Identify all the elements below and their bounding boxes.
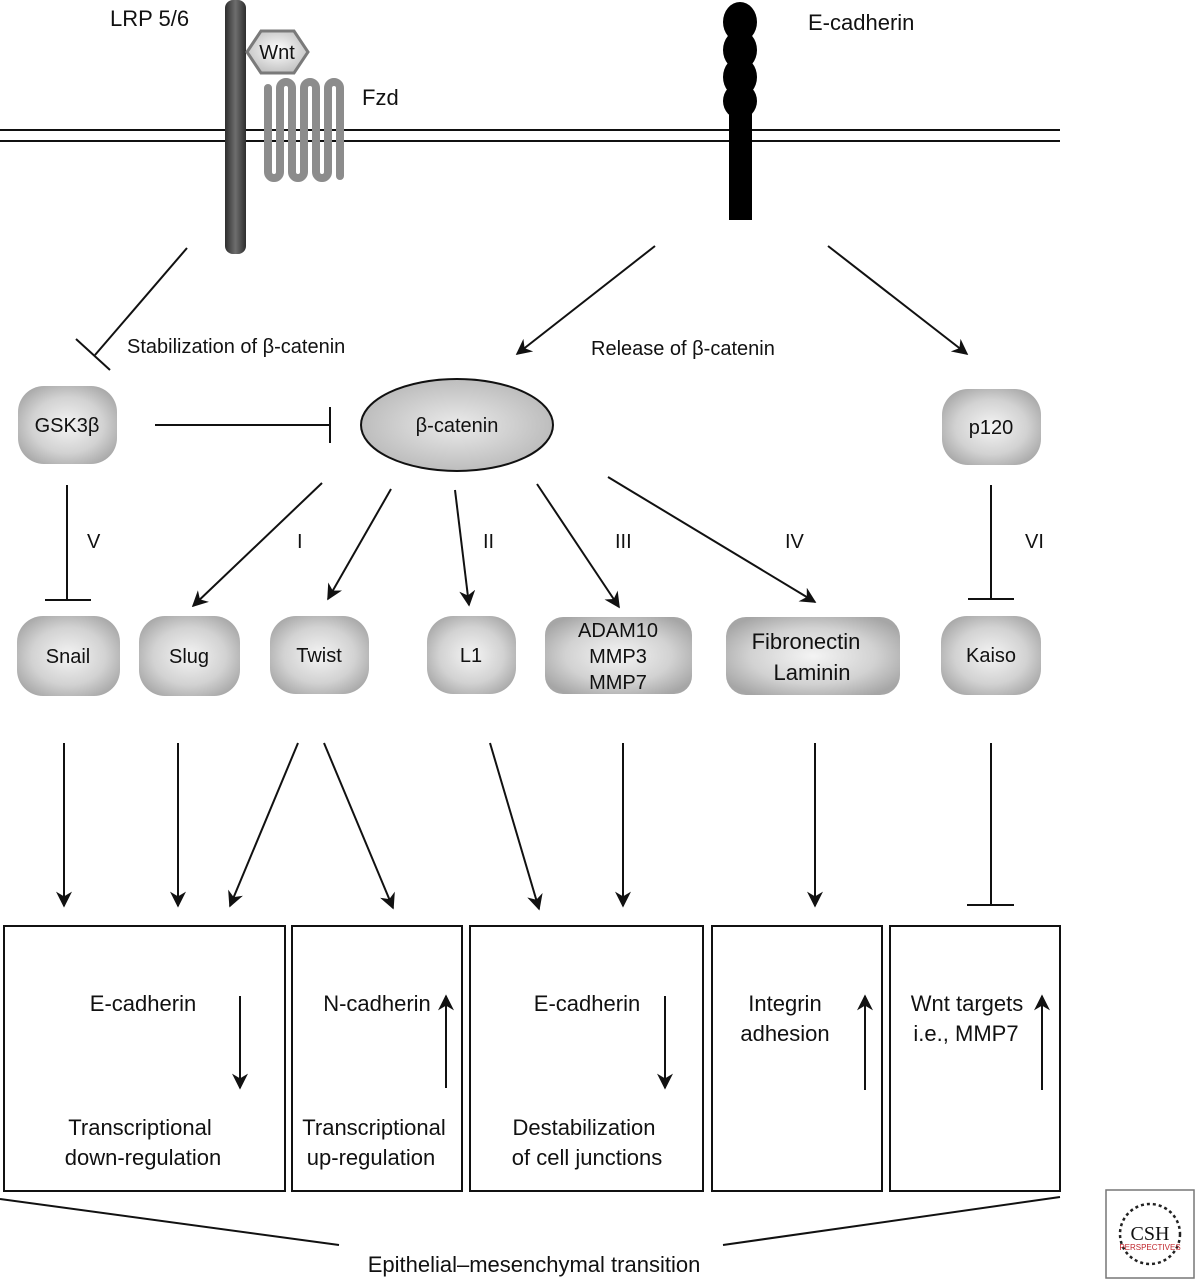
- adam-line-1: ADAM10: [578, 620, 658, 642]
- l1-node: L1: [427, 616, 516, 694]
- box1-line-2: down-regulation: [65, 1145, 222, 1170]
- arrow-ecad-bcatenin: [515, 245, 656, 355]
- logo-top: CSH: [1131, 1223, 1170, 1245]
- wnt-label: Wnt: [259, 42, 295, 64]
- lrp-label: LRP 5/6: [110, 6, 189, 31]
- box3-line-2: of cell junctions: [512, 1145, 662, 1170]
- fib-line-2: Laminin: [773, 660, 850, 685]
- box5-line-2: i.e., MMP7: [913, 1021, 1018, 1046]
- box4-line-1: Integrin: [748, 991, 821, 1016]
- box3-marker: E-cadherin: [534, 991, 640, 1016]
- roman-iv: IV: [785, 531, 805, 553]
- twist-node: Twist: [270, 616, 369, 694]
- outcome-box-4: Integrin adhesion: [711, 925, 883, 1192]
- fzd-label: Fzd: [362, 85, 399, 110]
- csh-logo: CSH PERSPECTIVES: [1105, 1189, 1195, 1279]
- bcatenin-label: β-catenin: [416, 415, 499, 437]
- box2-line-1: Transcriptional: [302, 1115, 445, 1140]
- kaiso-node: Kaiso: [941, 616, 1041, 695]
- twist-label: Twist: [296, 645, 342, 667]
- fzd-receptor: [264, 78, 344, 182]
- roman-iii: III: [615, 531, 632, 553]
- outcome-box-2: N-cadherin Transcriptional up-regulation: [291, 925, 463, 1192]
- ecadherin-receptor: [723, 2, 757, 220]
- outcome-box-1: E-cadherin Transcriptional down-regulati…: [3, 925, 286, 1192]
- ecadherin-label: E-cadherin: [808, 10, 914, 35]
- l1-label: L1: [460, 645, 482, 667]
- box1-marker: E-cadherin: [90, 991, 196, 1016]
- bracket-left: [0, 1198, 340, 1246]
- arrow-bcatenin-twist: [327, 488, 392, 601]
- arrow-bcatenin-adam: [536, 483, 620, 609]
- gsk3b-label: GSK3β: [35, 415, 100, 437]
- adam-mmp-node: ADAM10 MMP3 MMP7: [545, 617, 692, 694]
- adam-line-2: MMP3: [589, 646, 647, 668]
- logo-bottom: PERSPECTIVES: [1119, 1243, 1180, 1252]
- snail-node: Snail: [17, 616, 120, 696]
- adam-line-3: MMP7: [589, 672, 647, 694]
- arrow-bcatenin-l1: [454, 489, 476, 607]
- slug-label: Slug: [169, 646, 209, 668]
- wnt-ligand: Wnt: [245, 29, 310, 75]
- fibronectin-laminin-node: Fibronectin Laminin: [726, 617, 900, 695]
- roman-vi: VI: [1025, 531, 1044, 553]
- slug-node: Slug: [139, 616, 240, 696]
- p120-label: p120: [969, 417, 1014, 439]
- box1-line-1: Transcriptional: [68, 1115, 211, 1140]
- p120-node: p120: [942, 389, 1041, 465]
- arrow-twist-box2: [323, 742, 395, 910]
- roman-ii: II: [483, 531, 494, 553]
- kaiso-label: Kaiso: [966, 645, 1016, 667]
- box4-line-2: adhesion: [740, 1021, 829, 1046]
- bracket-right: [722, 1196, 1061, 1246]
- box2-line-2: up-regulation: [307, 1145, 435, 1170]
- arrow-l1-box3: [489, 742, 543, 911]
- roman-v: V: [87, 531, 101, 553]
- lrp-receptor: [225, 0, 246, 254]
- footer-label: Epithelial–mesenchymal transition: [368, 1252, 701, 1277]
- stabilization-label: Stabilization of β-catenin: [127, 336, 345, 358]
- arrow-twist-box1: [228, 742, 299, 908]
- roman-i: I: [297, 531, 303, 553]
- release-label: Release of β-catenin: [591, 338, 775, 360]
- fib-line-1: Fibronectin: [752, 629, 861, 654]
- inhibit-lrp-gsk3b-bar: [75, 338, 111, 371]
- box3-line-1: Destabilization: [512, 1115, 655, 1140]
- cell-membrane: [0, 129, 1060, 142]
- box2-marker: N-cadherin: [323, 991, 431, 1016]
- arrow-bcatenin-fibronectin: [607, 476, 817, 603]
- snail-label: Snail: [46, 646, 90, 668]
- outcome-box-5: Wnt targets i.e., MMP7: [889, 925, 1061, 1192]
- outcome-box-3: E-cadherin Destabilization of cell junct…: [469, 925, 704, 1192]
- arrow-bcatenin-slug: [191, 482, 323, 608]
- inhibit-lrp-gsk3b: [94, 247, 188, 356]
- arrow-ecad-p120: [827, 245, 969, 355]
- bcatenin-node: β-catenin: [360, 378, 554, 472]
- gsk3b-node: GSK3β: [18, 386, 117, 464]
- box5-line-1: Wnt targets: [911, 991, 1023, 1016]
